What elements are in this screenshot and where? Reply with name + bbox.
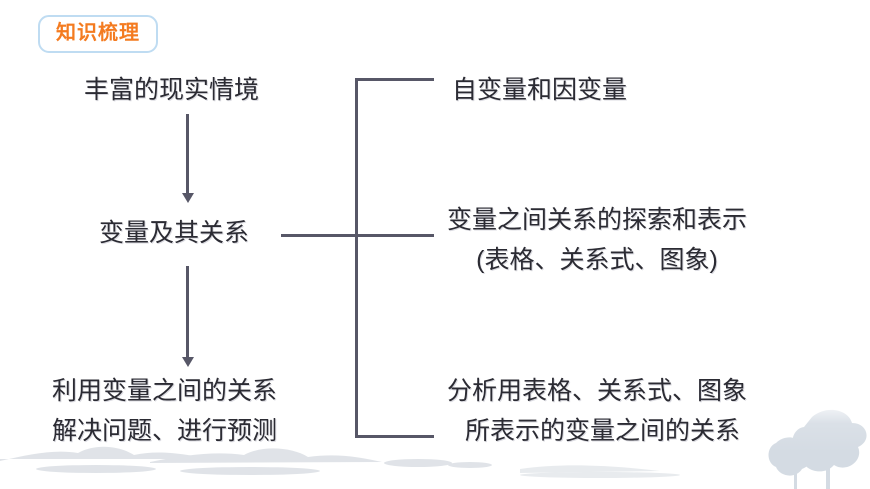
section-badge: 知识梳理 xyxy=(38,15,158,53)
node-top-left: 丰富的现实情境 xyxy=(84,76,260,104)
node-bottom-right-line-1: 分析用表格、关系式、图象 xyxy=(447,377,748,405)
node-mid-left: 变量及其关系 xyxy=(99,219,250,247)
node-mid-right-line-1: 变量之间关系的探索和表示 xyxy=(447,206,748,234)
bracket-branch-top xyxy=(355,78,434,81)
bracket-branch-mid xyxy=(355,234,434,237)
node-bottom-right: 分析用表格、关系式、图象 所表示的变量之间的关系 xyxy=(447,371,747,451)
node-bottom-right-line-2: 所表示的变量之间的关系 xyxy=(465,417,741,445)
node-bottom-left-line-2: 解决问题、进行预测 xyxy=(52,417,278,445)
node-mid-right-line-2: (表格、关系式、图象) xyxy=(476,246,718,274)
arrow-top-to-mid xyxy=(186,114,189,194)
arrow-mid-to-bottom xyxy=(186,266,189,358)
node-mid-right: 变量之间关系的探索和表示 (表格、关系式、图象) xyxy=(447,200,747,280)
node-top-right: 自变量和因变量 xyxy=(452,76,628,104)
node-bottom-left-line-1: 利用变量之间的关系 xyxy=(52,377,278,405)
bracket-stem xyxy=(281,234,357,237)
node-bottom-left: 利用变量之间的关系 解决问题、进行预测 xyxy=(52,371,277,451)
bracket-branch-bottom xyxy=(355,435,434,438)
bracket-spine xyxy=(355,78,358,438)
